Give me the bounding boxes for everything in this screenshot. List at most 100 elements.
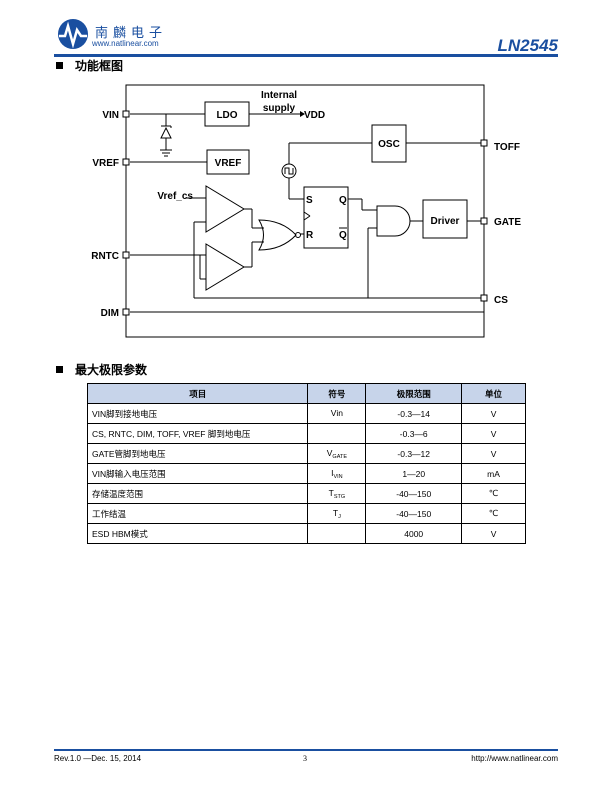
cell-range: -0.3—6 xyxy=(365,423,463,444)
symbol-main: T xyxy=(328,487,334,498)
pin-label-rntc: RNTC xyxy=(91,251,119,262)
block-diagram: VIN VREF RNTC DIM TOFF GATE CS LDO VREF … xyxy=(91,84,521,338)
pin-vref xyxy=(122,158,130,166)
osc-label: OSC xyxy=(378,139,400,150)
pin-label-vref: VREF xyxy=(92,158,119,169)
ff-s-label: S xyxy=(306,195,313,206)
section-bullet-icon xyxy=(56,62,63,69)
symbol-subscript: VIN xyxy=(333,473,343,480)
pin-rntc xyxy=(122,251,130,259)
cell-symbol: TSTG xyxy=(307,483,367,504)
cell-range: -0.3—14 xyxy=(365,403,463,424)
cell-range: 4000 xyxy=(365,523,463,544)
pin-gate xyxy=(480,217,488,225)
symbol-main: V xyxy=(326,447,333,458)
cell-item: ESD HBM模式 xyxy=(86,523,309,544)
header-item: 项目 xyxy=(86,383,309,404)
internal-supply-line2: supply xyxy=(263,103,296,114)
cell-unit: V xyxy=(461,403,526,424)
vdd-label: VDD xyxy=(304,110,325,121)
cell-unit: V xyxy=(461,423,526,444)
footer-revision: Rev.1.0 —Dec. 15, 2014 xyxy=(54,754,142,763)
driver-label: Driver xyxy=(431,216,460,227)
cell-item: VIN脚到接地电压 xyxy=(86,403,309,424)
company-logo xyxy=(54,18,92,50)
vref-cs-label: Vref_cs xyxy=(157,191,193,202)
comparator-lower-icon xyxy=(205,243,245,291)
cell-item: 存储温度范围 xyxy=(86,483,309,504)
pin-cs xyxy=(480,294,488,302)
cell-symbol: IVIN xyxy=(307,463,367,484)
chip-outline xyxy=(125,84,485,338)
and-gate-icon xyxy=(376,205,411,237)
section-bullet-icon xyxy=(56,366,63,373)
cell-symbol: TJ xyxy=(307,503,367,524)
cell-item: GATE管脚到地电压 xyxy=(86,443,309,464)
footer-page-number: 3 xyxy=(303,754,307,763)
comparator-upper-icon xyxy=(205,185,245,233)
pin-label-cs: CS xyxy=(494,295,508,306)
cell-item: CS, RNTC, DIM, TOFF, VREF 脚到地电压 xyxy=(86,423,309,444)
vref-block xyxy=(206,149,250,175)
symbol-main: T xyxy=(332,507,339,518)
symbol-subscript: STG xyxy=(333,493,346,500)
block-diagram-title: 功能框图 xyxy=(75,59,124,73)
header-unit: 单位 xyxy=(461,383,526,404)
block-diagram-heading: 功能框图 xyxy=(56,57,123,74)
pin-vin xyxy=(122,110,130,118)
logo-mark-icon xyxy=(58,19,88,49)
footer-divider xyxy=(54,749,558,751)
abs-max-title: 最大极限参数 xyxy=(75,363,148,377)
sr-flipflop-block xyxy=(303,186,349,249)
pin-label-vin: VIN xyxy=(102,110,119,121)
pin-label-gate: GATE xyxy=(494,217,521,228)
cell-unit: ℃ xyxy=(461,503,526,524)
cell-symbol xyxy=(307,423,367,444)
symbol-main: I xyxy=(331,467,334,478)
cell-unit: V xyxy=(461,443,526,464)
cell-range: -40—150 xyxy=(365,503,463,524)
zener-diode-icon xyxy=(160,126,172,139)
table-header-row: 项目 符号 极限范围 单位 xyxy=(86,383,526,404)
ldo-label: LDO xyxy=(216,110,237,121)
company-website: www.natlinear.com xyxy=(92,39,159,48)
cell-range: 1—20 xyxy=(365,463,463,484)
internal-supply-line1: Internal xyxy=(261,90,297,101)
header-symbol: 符号 xyxy=(307,383,367,404)
ff-qbar-label: Q xyxy=(339,230,347,241)
cell-range: -40—150 xyxy=(365,483,463,504)
header-divider xyxy=(54,54,558,57)
cell-item: VIN脚输入电压范围 xyxy=(86,463,309,484)
symbol-main: Vin xyxy=(330,407,343,418)
cell-range: -0.3—12 xyxy=(365,443,463,464)
pin-dim xyxy=(122,308,130,316)
ff-q-label: Q xyxy=(339,195,347,206)
cell-symbol xyxy=(307,523,367,544)
footer-url: http://www.natlinear.com xyxy=(471,754,558,763)
vref-label: VREF xyxy=(215,158,242,169)
arrow-icon xyxy=(300,111,305,117)
cell-unit: ℃ xyxy=(461,483,526,504)
cell-unit: V xyxy=(461,523,526,544)
header-range: 极限范围 xyxy=(365,383,463,404)
pin-label-dim: DIM xyxy=(101,308,119,319)
cell-symbol: VGATE xyxy=(307,443,367,464)
company-name: 南麟电子 xyxy=(95,26,168,41)
driver-block xyxy=(422,199,468,239)
part-number: LN2545 xyxy=(497,36,558,55)
cell-item: 工作结温 xyxy=(86,503,309,524)
nor-gate-icon xyxy=(258,219,297,251)
abs-max-heading: 最大极限参数 xyxy=(56,361,147,378)
symbol-subscript: GATE xyxy=(332,453,347,460)
pin-toff xyxy=(480,139,488,147)
cell-unit: mA xyxy=(461,463,526,484)
symbol-subscript: J xyxy=(338,513,341,520)
